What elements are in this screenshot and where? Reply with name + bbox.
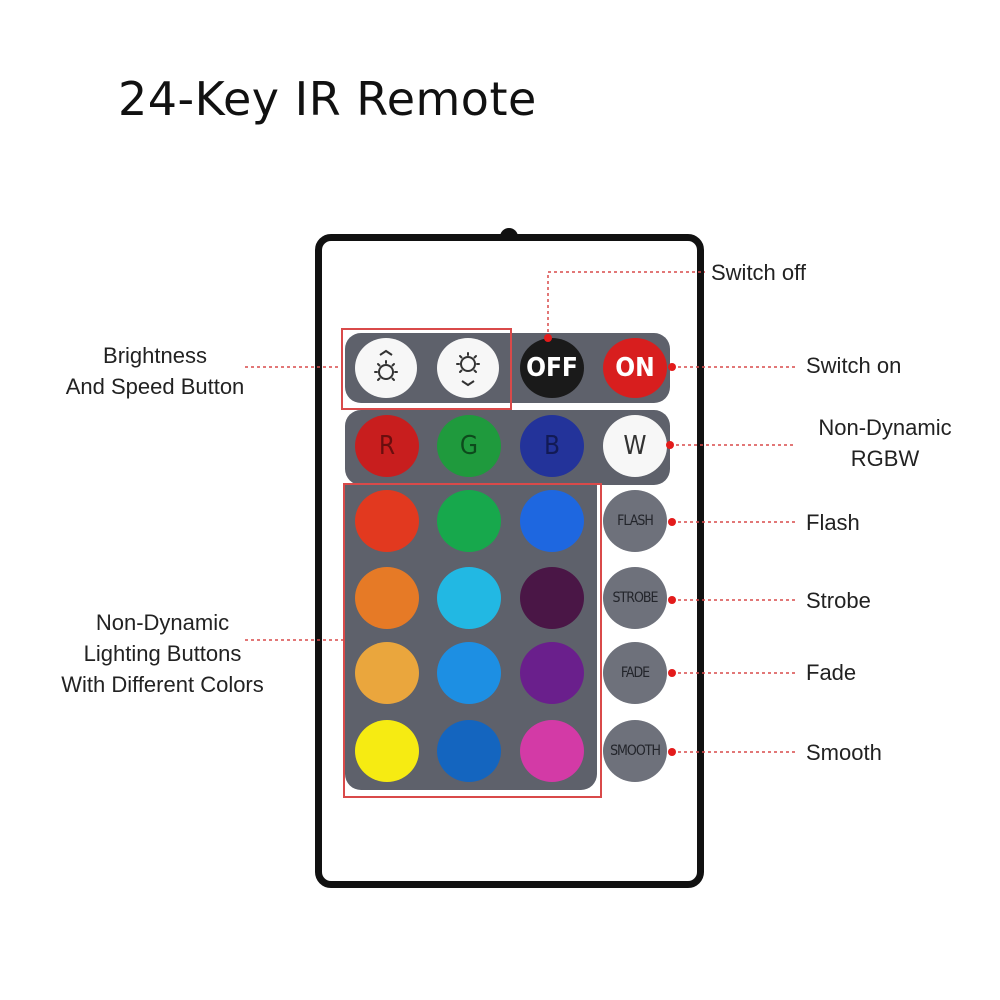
red-button[interactable]: R (355, 415, 419, 477)
strobe-dot (668, 596, 676, 604)
lighting-label: Non-Dynamic Lighting Buttons With Differ… (61, 610, 264, 697)
remote-notch (500, 228, 518, 238)
on-button[interactable]: ON (603, 338, 667, 398)
color-button-r2c3[interactable] (520, 567, 584, 629)
flash-button[interactable]: FLASH (603, 490, 667, 552)
fade-label: Fade (806, 660, 857, 685)
color-button-r4c3[interactable] (520, 720, 584, 782)
flash-dot (668, 518, 676, 526)
color-button-r3c3[interactable] (520, 642, 584, 704)
rgbw-label: Non-Dynamic RGBW (818, 415, 952, 471)
smooth-label: Smooth (806, 740, 882, 765)
brightness-up-button[interactable] (355, 338, 417, 398)
fade-dot (668, 669, 676, 677)
page-title: 24-Key IR Remote (118, 72, 537, 126)
color-button-r3c1[interactable] (355, 642, 419, 704)
blue-button[interactable]: B (520, 415, 584, 477)
sun-down-icon (456, 352, 480, 387)
color-button-r4c1[interactable] (355, 720, 419, 782)
rgbw-dot (666, 441, 674, 449)
switch-off-label: Switch off (711, 260, 806, 285)
flash-label: Flash (806, 510, 860, 535)
color-button-r2c2[interactable] (437, 567, 501, 629)
color-button-r1c3[interactable] (520, 490, 584, 552)
fade-button[interactable]: FADE (603, 642, 667, 704)
off-button[interactable]: OFF (520, 338, 584, 398)
sun-up-icon (374, 349, 398, 381)
smooth-dot (668, 748, 676, 756)
brightness-label: Brightness And Speed Button (65, 343, 245, 399)
brightness-down-button[interactable] (437, 338, 499, 398)
switch-on-dot (668, 363, 676, 371)
strobe-button[interactable]: STROBE (603, 567, 667, 629)
color-button-r2c1[interactable] (355, 567, 419, 629)
white-button[interactable]: W (603, 415, 667, 477)
color-button-r1c2[interactable] (437, 490, 501, 552)
switch-off-leader (547, 271, 705, 338)
color-button-r3c2[interactable] (437, 642, 501, 704)
switch-off-dot (544, 334, 552, 342)
strobe-label: Strobe (806, 588, 871, 613)
smooth-button[interactable]: SMOOTH (603, 720, 667, 782)
lighting-frame (343, 483, 602, 798)
color-button-r1c1[interactable] (355, 490, 419, 552)
switch-on-label: Switch on (806, 353, 902, 378)
brightness-frame (341, 328, 512, 410)
color-button-r4c2[interactable] (437, 720, 501, 782)
green-button[interactable]: G (437, 415, 501, 477)
